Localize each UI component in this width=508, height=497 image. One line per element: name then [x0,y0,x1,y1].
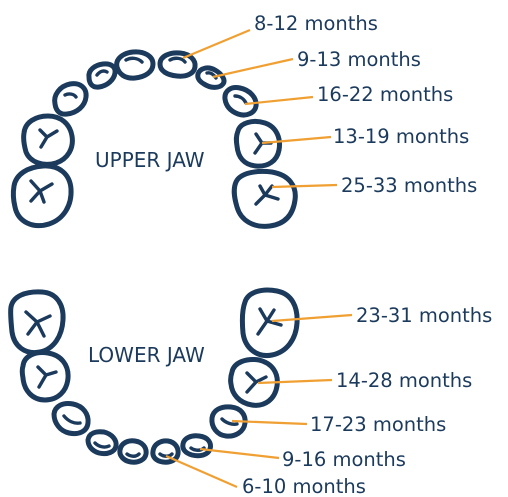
leader-line [231,419,308,426]
label-14-28-months: 14-28 months [336,369,472,392]
upper-first-molar-left [21,113,75,167]
upper-central-incisor [157,50,198,79]
molar-groove [29,179,54,204]
incisor-groove [125,452,141,458]
upper-canine-left [52,81,89,117]
upper-jaw-title: UPPER JAW [95,148,205,172]
molar-groove [254,184,280,206]
label-23-31-months: 23-31 months [356,304,492,327]
leader-line [199,447,280,460]
label-16-22-months: 16-22 months [317,83,453,106]
canine-groove [62,414,82,425]
label-9-16-months: 9-16 months [282,448,406,471]
upper-canine [222,85,259,118]
upper-lateral-incisor [195,65,227,90]
molar-groove [245,371,268,394]
leader-line [271,183,338,189]
leader-line [212,57,294,79]
leader-line [261,135,332,145]
lower-canine [209,404,248,439]
leader-line [182,28,251,60]
label-25-33-months: 25-33 months [341,174,477,197]
label-17-23-months: 17-23 months [310,413,446,436]
label-13-19-months: 13-19 months [333,125,469,148]
upper-central-incisor-left [114,49,156,81]
upper-first-molar [233,118,282,169]
molar-groove [36,365,58,389]
incisor-groove [168,56,187,64]
label-6-10-months: 6-10 months [242,475,366,497]
incisor-groove [93,441,111,449]
leader-line [244,95,314,106]
canine-groove [233,94,248,105]
upper-second-molar [231,168,298,229]
upper-jaw: UPPER JAW 8-12 months 9-13 months 16-22 … [10,12,477,229]
lower-central-incisor [150,438,181,465]
canine-groove [63,92,78,99]
lower-jaw: LOWER JAW 23-31 months 14-28 months 17-2… [8,287,492,497]
canine-groove [220,417,239,426]
lower-lateral-incisor [180,433,213,459]
molar-groove [38,128,59,149]
leader-line [271,313,353,323]
lower-lateral-incisor-left [85,429,119,457]
lower-central-incisor-left [117,438,149,465]
lower-canine-left [51,401,91,437]
incisor-groove [124,56,144,64]
lower-jaw-title: LOWER JAW [88,343,205,367]
leader-line [257,378,333,385]
label-8-12-months: 8-12 months [254,12,378,35]
leader-line [165,454,238,489]
incisor-groove [95,69,109,77]
molar-groove [24,310,52,338]
molar-groove [256,307,283,336]
upper-lateral-incisor-left [86,61,118,90]
label-9-13-months: 9-13 months [297,48,421,71]
